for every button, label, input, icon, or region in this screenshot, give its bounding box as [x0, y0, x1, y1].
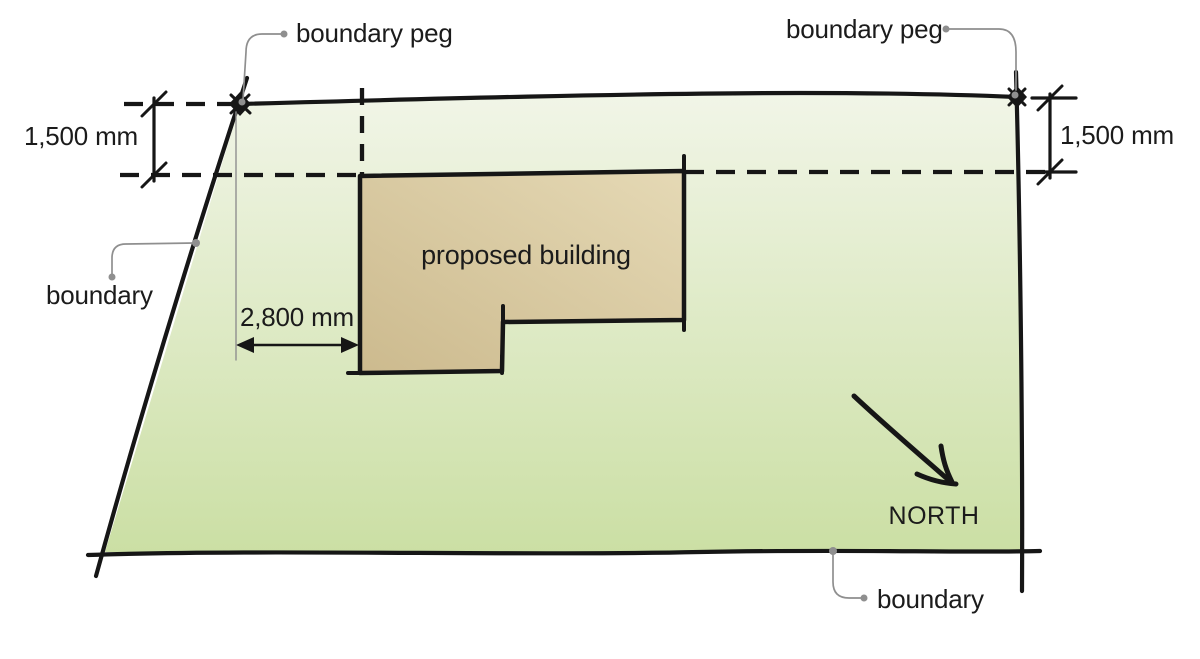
- front-setback-right-dimension: 1,500 mm: [1060, 120, 1175, 150]
- leader-boundary-peg-left: [242, 33, 284, 101]
- leader-boundary-peg-right: [946, 28, 1017, 91]
- front-setback-left-dimension: 1,500 mm: [23, 121, 138, 151]
- dimension-tick-left-top: [140, 90, 168, 118]
- north-arrow-head: [914, 443, 959, 487]
- leader-dot-peg-left-label: [280, 30, 288, 38]
- leader-dot-on-peg-left: [238, 98, 246, 106]
- leader-boundary-left: [111, 242, 196, 277]
- building-corner-overshoots: [346, 154, 686, 375]
- leader-dot-peg-right-label: [942, 25, 950, 33]
- leader-dot-on-peg-right: [1011, 91, 1019, 99]
- boundary-line-top: [237, 90, 1020, 107]
- leader-boundary-bottom: [832, 551, 863, 599]
- boundary-line-bottom: [85, 548, 1043, 558]
- proposed-building-label: proposed building: [421, 240, 631, 270]
- dimension-tick-right-bottom: [1036, 158, 1064, 186]
- dimension-line-right: [1028, 92, 1078, 180]
- side-setback-dimension: 2,800 mm: [240, 302, 355, 332]
- boundary-bottom-label: boundary: [877, 584, 984, 614]
- dimension-tick-right-top: [1036, 84, 1064, 112]
- boundary-left-label: boundary: [46, 280, 153, 310]
- site-area: [105, 95, 1022, 553]
- leader-dot-boundary-bottom-line: [829, 547, 837, 555]
- boundary-peg-right-label: boundary peg: [786, 14, 943, 44]
- boundary-line-left: [93, 75, 250, 579]
- boundary-peg-left-label: boundary peg: [296, 18, 453, 48]
- side-setback-arrowhead-left: [236, 337, 254, 353]
- dimension-tick-left-bottom: [140, 161, 168, 189]
- leader-dot-boundary-left-label: [108, 273, 116, 281]
- leader-dot-boundary-left-line: [192, 239, 200, 247]
- boundary-line-right: [1013, 69, 1025, 594]
- leader-dot-boundary-bottom-label: [860, 594, 868, 602]
- north-arrow-shaft: [851, 393, 955, 486]
- side-setback-arrowhead-right: [341, 337, 359, 353]
- north-label: NORTH: [888, 502, 980, 530]
